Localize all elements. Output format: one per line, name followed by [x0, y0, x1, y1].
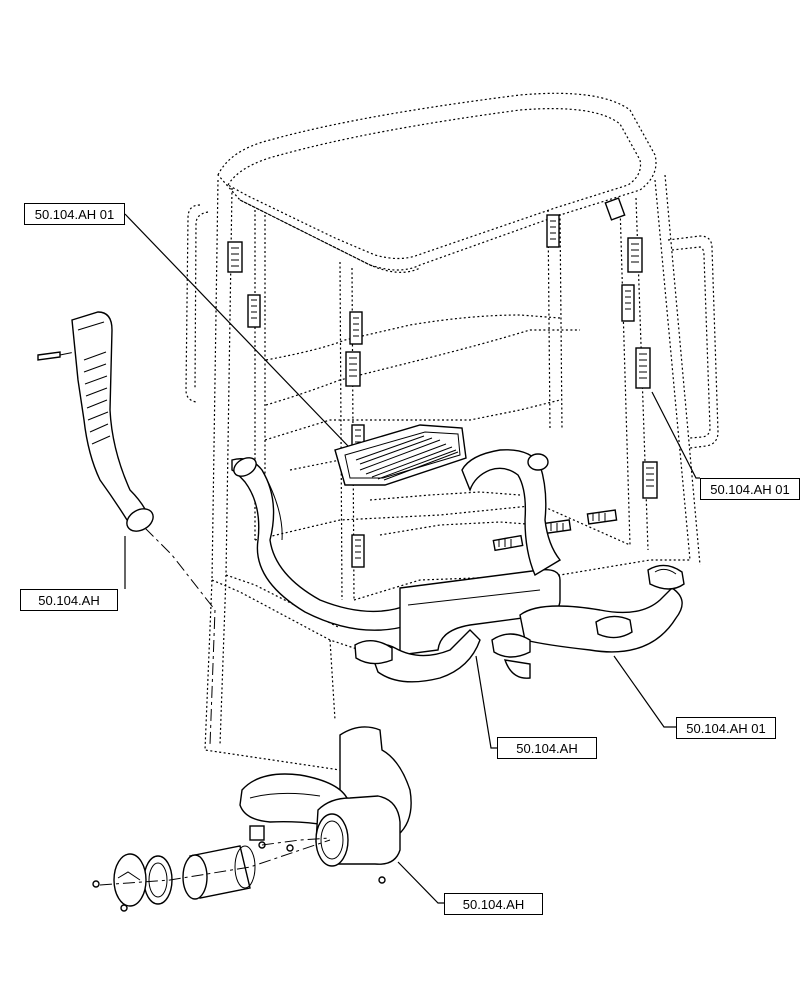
vent-outlet	[604, 197, 626, 221]
cab-vents	[227, 197, 658, 568]
callout-label: 50.104.AH 01	[676, 717, 776, 739]
assembly-centerline	[59, 351, 76, 356]
callout-label: 50.104.AH 01	[24, 203, 125, 225]
air-filter-assembly	[92, 726, 412, 912]
vent-outlet	[586, 509, 618, 525]
vent-outlet	[345, 351, 361, 387]
callout-label: 50.104.AH 01	[700, 478, 800, 500]
callout-label: 50.104.AH	[444, 893, 543, 915]
vent-outlet	[635, 347, 651, 389]
vent-outlet	[546, 214, 560, 248]
vent-outlet	[621, 284, 635, 322]
callout-label: 50.104.AH	[497, 737, 597, 759]
callout-label: 50.104.AH	[20, 589, 118, 611]
vent-outlet	[492, 534, 524, 552]
vent-outlet	[642, 461, 658, 499]
air-ducts	[231, 449, 685, 683]
assembly-centerline	[144, 527, 216, 746]
vent-outlet	[351, 534, 365, 568]
left-air-intake-duct	[37, 311, 154, 532]
vent-outlet	[627, 237, 643, 273]
center-grille-vent	[334, 424, 467, 486]
vent-outlet	[227, 241, 243, 273]
leader-lines	[124, 213, 700, 904]
vent-outlet	[349, 311, 363, 345]
vent-outlet	[247, 294, 261, 328]
